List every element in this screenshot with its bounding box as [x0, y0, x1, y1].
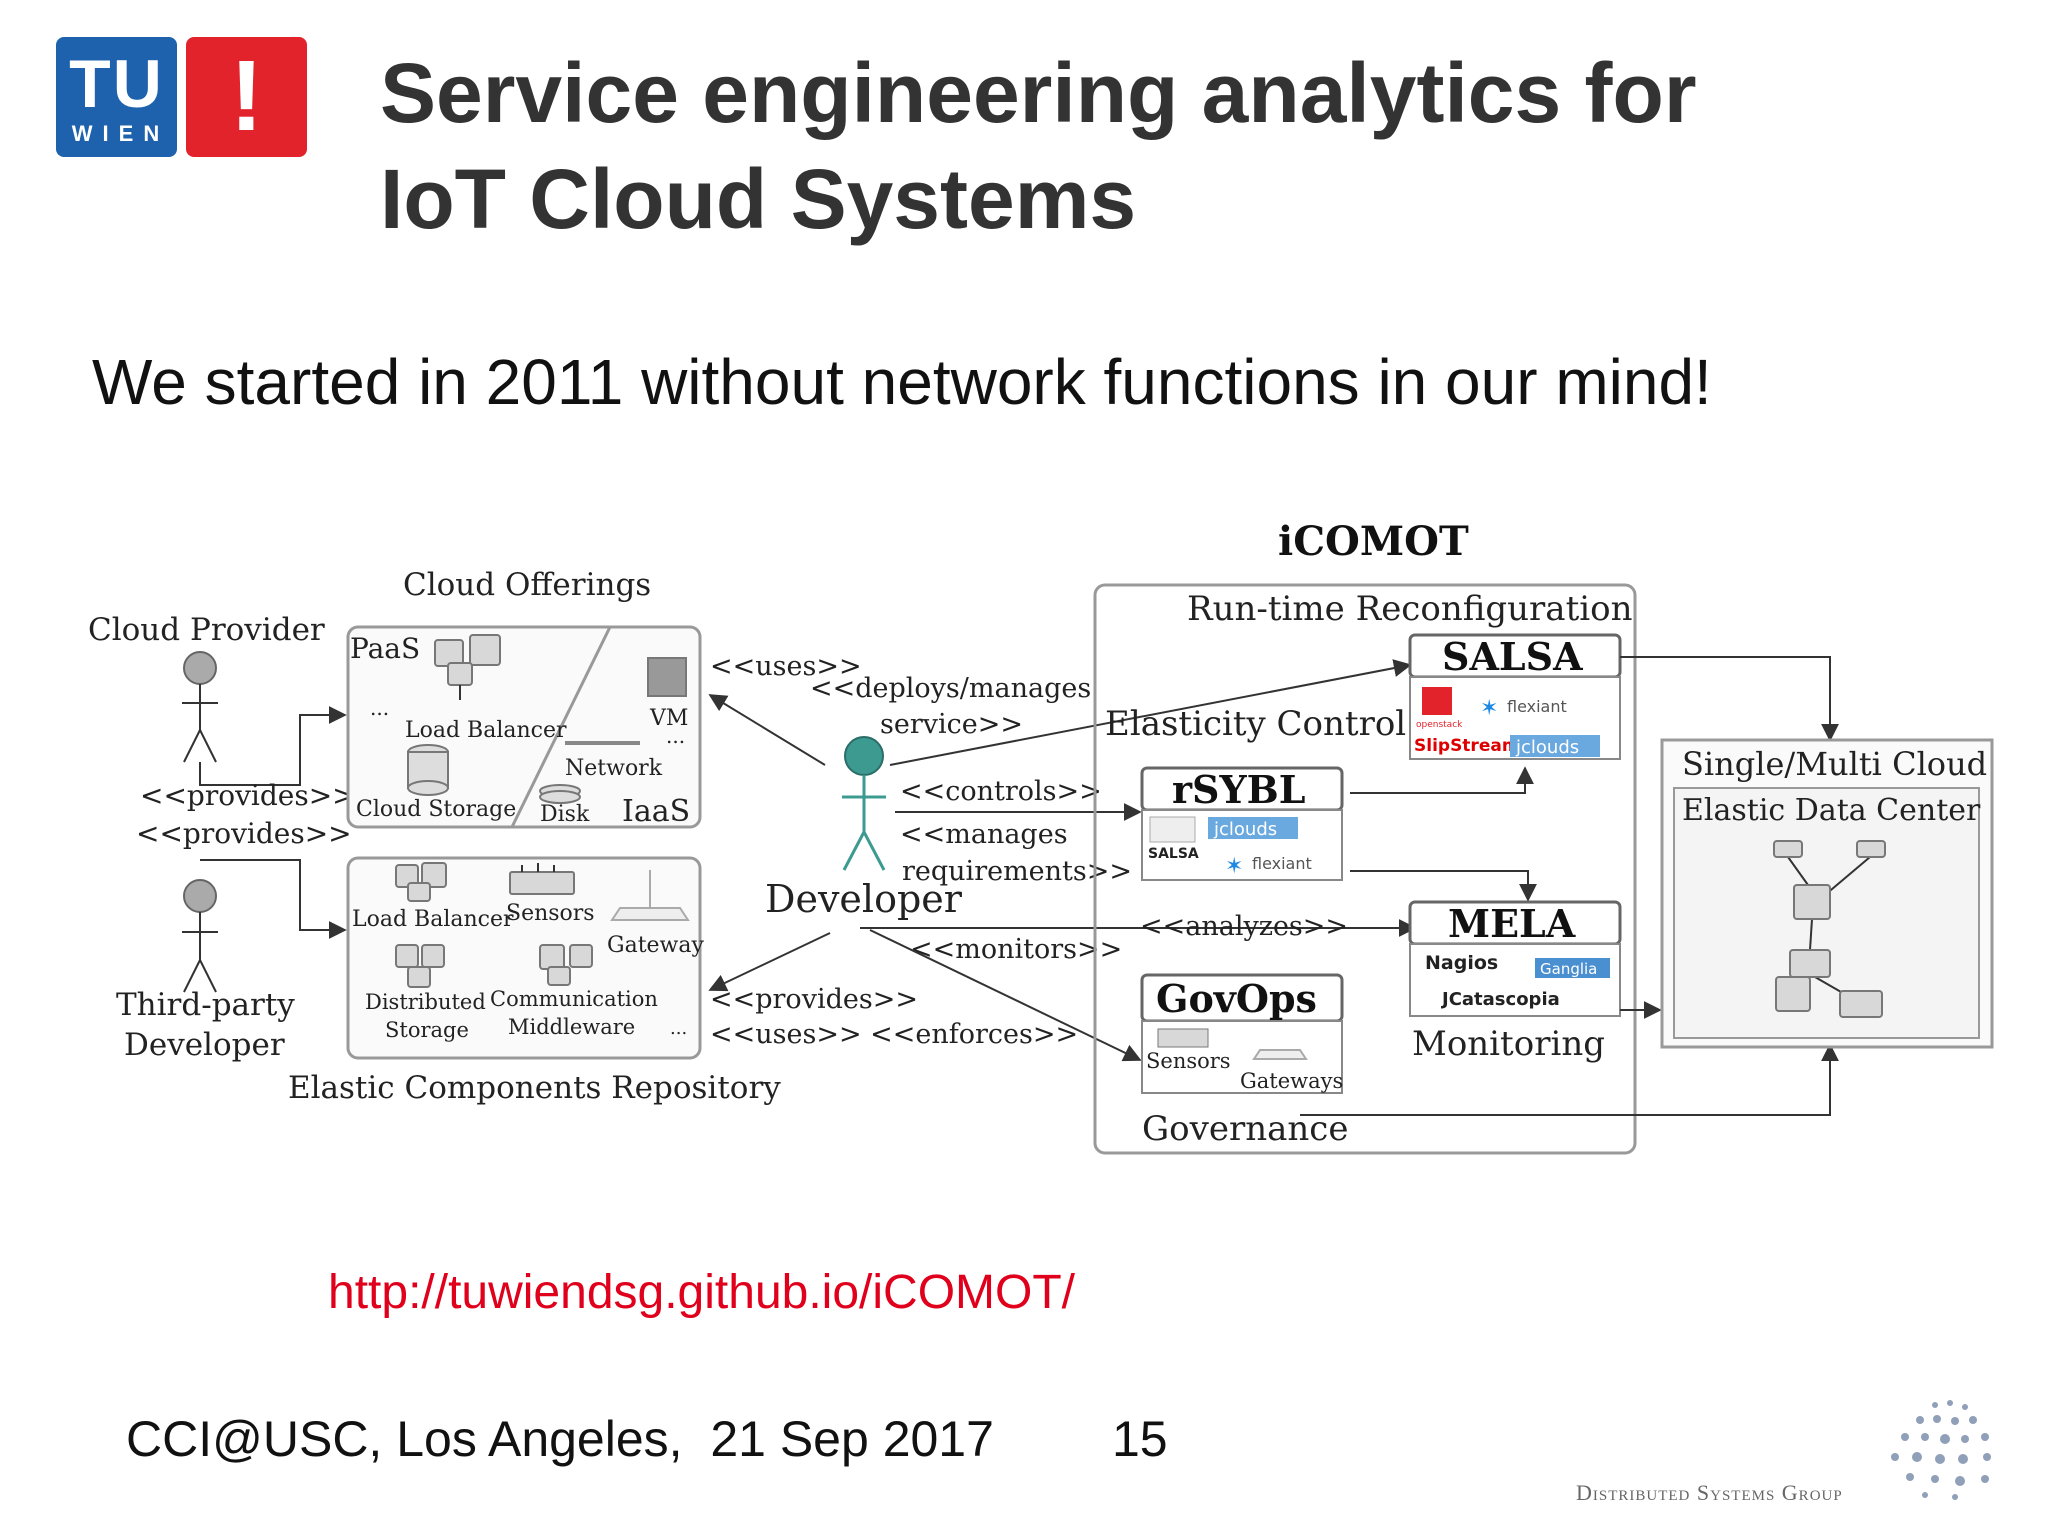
logo-wien-text: WIEN [56, 121, 177, 147]
ecr-storage-label: Storage [385, 1018, 469, 1042]
load-balancer-label: Load Balancer [405, 718, 567, 743]
project-url-link[interactable]: http://tuwiendsg.github.io/iCOMOT/ [328, 1265, 1075, 1320]
footer-text: CCI@USC, Los Angeles, 21 Sep 2017 [126, 1410, 994, 1468]
tu-wien-logo: TU WIEN [56, 37, 177, 157]
vm-ellipsis: ... [666, 724, 685, 748]
ecr-middleware-label: Middleware [508, 1015, 635, 1039]
provides-label-2: <<provides>> [136, 817, 352, 850]
analyzes-label: <<analyzes>> [1140, 911, 1348, 942]
dsg-dots-logo-icon [1875, 1395, 2015, 1505]
gov-sensors-label: Sensors [1146, 1049, 1231, 1073]
logo-exclamation: ! [186, 37, 307, 157]
third-party-label-2: Developer [124, 1027, 285, 1063]
developer-actor-icon [842, 737, 886, 870]
rsybl-salsa-label: SALSA [1148, 846, 1199, 862]
paas-label: PaaS [350, 632, 420, 665]
title-line-1: Service engineering analytics for [380, 40, 1980, 146]
openstack-label: openstack [1416, 720, 1463, 730]
runtime-reconfig-label: Run-time Reconfiguration [1187, 589, 1633, 629]
manages-label: <<manages [900, 819, 1068, 850]
ecr-sensors-label: Sensors [506, 901, 595, 926]
rsybl-jclouds-label: jclouds [1213, 819, 1277, 840]
slipstream-label: SlipStream [1414, 736, 1520, 756]
salsa-screenshot-icon [1150, 817, 1195, 842]
single-multi-cloud-label: Single/Multi Cloud [1682, 745, 1987, 783]
slide-subtitle: We started in 2011 without network funct… [92, 345, 1712, 419]
ganglia-label: Ganglia [1540, 960, 1597, 978]
elasticity-control-label: Elasticity Control [1105, 704, 1406, 744]
paas-ellipsis: ... [370, 696, 389, 720]
mela-title: MELA [1448, 901, 1576, 946]
deploys-manages-label: <<deploys/manages [810, 673, 1091, 704]
disk-icon [540, 785, 580, 803]
ecr-gateway-label: Gateway [607, 933, 704, 958]
monitoring-label: Monitoring [1412, 1024, 1605, 1064]
third-party-label-1: Third-party [116, 987, 295, 1023]
dsg-text: Distributed Systems Group [1576, 1480, 1843, 1506]
rsybl-flexiant-label: flexiant [1252, 854, 1312, 873]
cloud-storage-label: Cloud Storage [356, 797, 516, 822]
logo-tu-text: TU [56, 45, 177, 123]
salsa-jclouds-label: jclouds [1515, 737, 1579, 758]
monitors-label: <<monitors>> [910, 934, 1122, 965]
network-label: Network [565, 756, 663, 781]
disk-label: Disk [540, 802, 590, 827]
requirements-label: requirements>> [902, 856, 1132, 887]
ecr-title: Elastic Components Repository [288, 1070, 781, 1106]
page-number: 15 [1112, 1410, 1168, 1468]
provides-label-1: <<provides>> [140, 779, 356, 812]
cloud-provider-label: Cloud Provider [88, 612, 325, 648]
third-party-actor-icon [182, 880, 218, 992]
rsybl-title: rSYBL [1172, 767, 1305, 812]
ecr-ellipsis: ... [670, 1018, 687, 1039]
gov-gateway-icon [1254, 1050, 1306, 1059]
service-label: service>> [880, 709, 1023, 740]
ecr-load-balancer-label: Load Balancer [352, 907, 514, 932]
salsa-flexiant-label: flexiant [1507, 697, 1567, 716]
jcatascopia-label: JCatascopia [1440, 989, 1560, 1010]
elastic-data-center-label: Elastic Data Center [1682, 793, 1981, 828]
salsa-title: SALSA [1442, 634, 1583, 679]
gov-sensors-icon [1158, 1029, 1208, 1047]
vm-icon [648, 658, 686, 696]
iaas-label: IaaS [622, 794, 690, 829]
cloud-offerings-label: Cloud Offerings [403, 567, 651, 603]
rsybl-flexiant-star-icon: ✶ [1225, 853, 1243, 878]
provides-label-3: <<provides>> [710, 984, 918, 1015]
ecr-communication-label: Communication [490, 987, 658, 1011]
cloud-storage-icon [408, 745, 448, 795]
cloud-provider-actor-icon [182, 652, 218, 762]
flexiant-star-icon: ✶ [1480, 695, 1498, 720]
nagios-label: Nagios [1425, 952, 1498, 974]
govops-title: GovOps [1156, 976, 1317, 1021]
icomot-diagram: Cloud Provider <<provides>> <<provides>>… [60, 515, 2020, 1165]
slide-title: Service engineering analytics for IoT Cl… [380, 40, 1980, 252]
uses-enforces-label: <<uses>> <<enforces>> [710, 1019, 1078, 1050]
ecr-distributed-label: Distributed [365, 990, 486, 1014]
title-line-2: IoT Cloud Systems [380, 146, 1980, 252]
icomot-title: iCOMOT [1278, 518, 1469, 565]
openstack-icon [1422, 687, 1452, 715]
gov-gateways-label: Gateways [1240, 1069, 1343, 1093]
controls-label: <<controls>> [900, 776, 1102, 807]
